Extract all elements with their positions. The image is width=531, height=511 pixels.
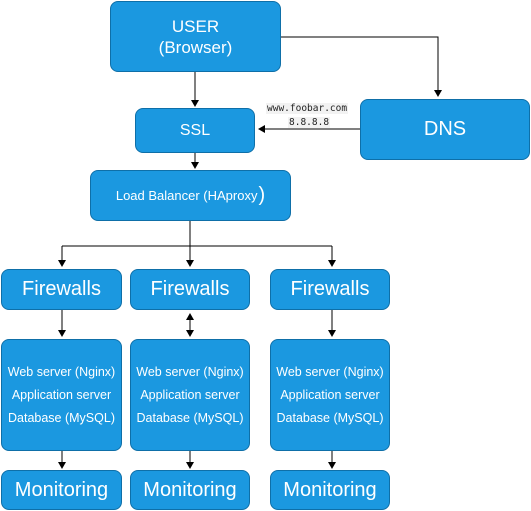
firewall-node-1: Firewalls [1,269,122,310]
web-server-label: Web server (Nginx) [136,365,244,379]
monitoring-label: Monitoring [283,478,377,501]
database-label: Database (MySQL) [8,411,115,425]
application-server-label: Application server [280,388,380,402]
dns-node: DNS [360,99,530,160]
firewall-label: Firewalls [22,278,101,300]
ssl-label: SSL [179,121,211,139]
user-label: USER [171,16,220,36]
firewall-node-2: Firewalls [130,269,250,310]
application-server-label: Application server [11,388,112,402]
load-balancer-node: Load Balancer (HAproxy) [90,170,291,221]
monitoring-node-2: Monitoring [130,470,250,510]
application-server-label: Application server [140,388,240,402]
monitoring-node-1: Monitoring [1,470,122,510]
dns-ip-label: 8.8.8.8 [288,117,331,128]
dns-domain-label: www.foobar.com [266,103,349,114]
monitoring-label: Monitoring [143,478,237,501]
load-balancer-close-paren: ) [258,184,266,206]
firewall-label: Firewalls [290,278,370,300]
ssl-node: SSL [135,108,255,153]
browser-label: (Browser) [158,37,233,57]
server-stack-node-1: Web server (Nginx) Application server Da… [1,339,122,451]
user-browser-node: USER (Browser) [110,1,281,72]
firewall-node-3: Firewalls [270,269,390,310]
load-balancer-label: Load Balancer (HAproxy [115,188,258,203]
edge-user-dns [281,36,442,97]
edge-lb-branch [62,221,332,247]
firewall-label: Firewalls [150,278,230,300]
database-label: Database (MySQL) [276,411,384,425]
database-label: Database (MySQL) [136,411,244,425]
monitoring-node-3: Monitoring [270,470,390,510]
monitoring-label: Monitoring [14,478,109,501]
web-server-label: Web server (Nginx) [276,365,384,379]
dns-label: DNS [423,118,467,140]
web-server-label: Web server (Nginx) [7,365,116,379]
server-stack-node-3: Web server (Nginx) Application server Da… [270,339,390,451]
server-stack-node-2: Web server (Nginx) Application server Da… [130,339,250,451]
